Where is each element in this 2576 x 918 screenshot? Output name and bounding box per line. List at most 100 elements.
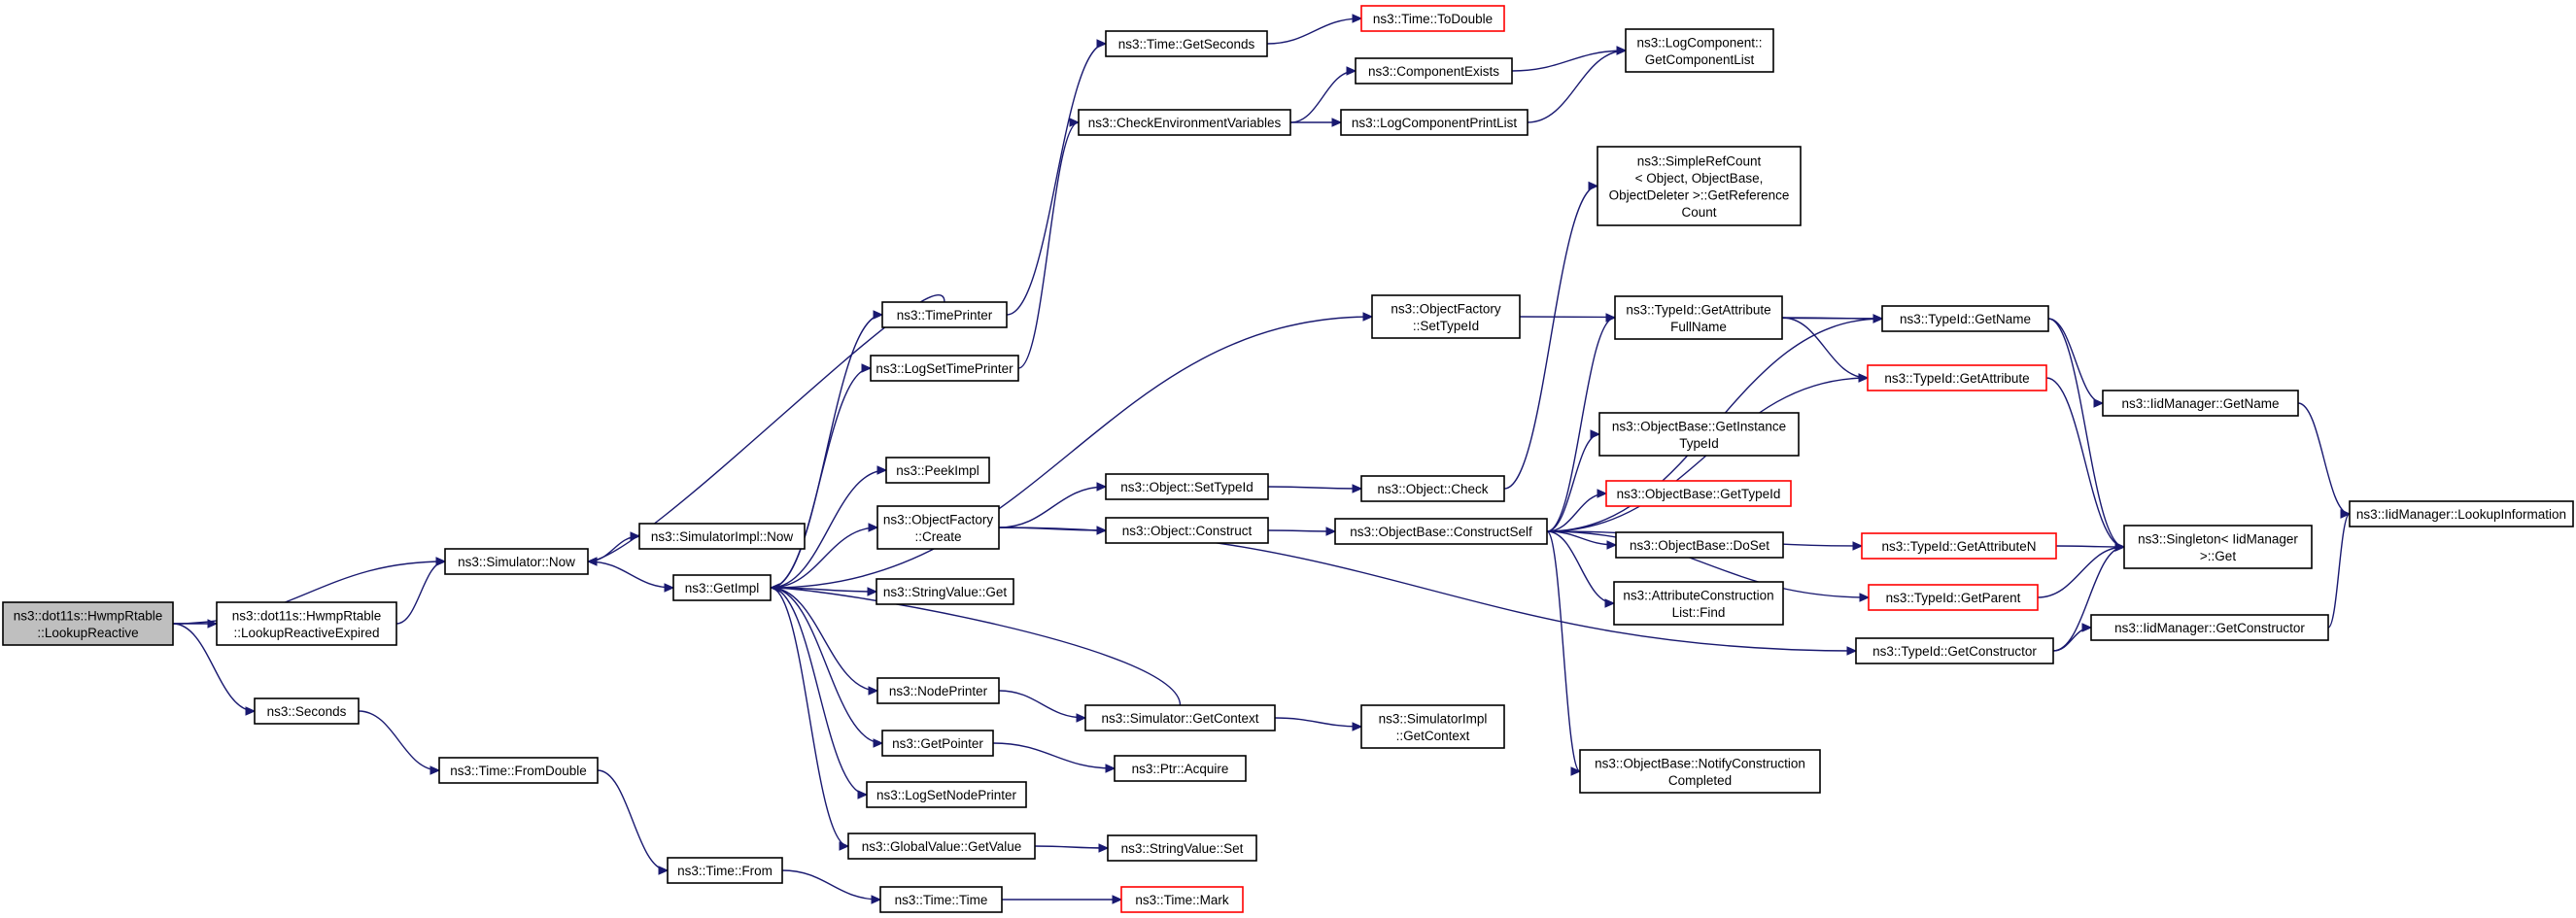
node-iidmgrlookup[interactable]: ns3::IidManager::LookupInformation (2349, 500, 2574, 527)
node-ofcreate[interactable]: ns3::ObjectFactory::Create (876, 505, 1000, 550)
edge-arrowhead (1362, 312, 1374, 322)
node-simplerefcount[interactable]: ns3::SimpleRefCount< Object, ObjectBase,… (1597, 146, 1802, 226)
node-obdoset[interactable]: ns3::ObjectBase::DoSet (1615, 531, 1784, 559)
node-logcompgetlist[interactable]: ns3::LogComponent::GetComponentList (1625, 28, 1774, 73)
node-svget[interactable]: ns3::StringValue::Get (876, 578, 1014, 605)
node-getimpl[interactable]: ns3::GetImpl (672, 574, 772, 601)
edge-obconstructself-to-getattrfullname (1546, 317, 1616, 532)
node-label: ns3::Object::Check (1377, 482, 1488, 496)
edge-obconstructself-to-getinstancetypeid (1546, 433, 1600, 532)
node-checkenv[interactable]: ns3::CheckEnvironmentVariables (1078, 109, 1291, 136)
node-timetime[interactable]: ns3::Time::Time (879, 886, 1003, 913)
node-box (1360, 5, 1505, 32)
node-label: ns3::LogSetTimePrinter (876, 361, 1013, 376)
edge-logcompprint-to-logcompgetlist (1527, 50, 1627, 123)
node-gvgetvalue[interactable]: ns3::GlobalValue::GetValue (847, 833, 1036, 860)
edge-iidmgrgetname-to-iidmgrlookup (2297, 402, 2351, 515)
edge-arrowhead (1852, 541, 1864, 551)
node-typeidgetattrn[interactable]: ns3::TypeId::GetAttributeN (1861, 532, 2057, 560)
node-iidmgrgetconstructor[interactable]: ns3::IidManager::GetConstructor (2090, 614, 2329, 641)
node-label: ns3::Object::SetTypeId (1120, 480, 1254, 494)
edge-getattrfullname-to-typeidgetattr (1781, 317, 1869, 379)
node-box (672, 574, 772, 601)
node-box (1615, 531, 1784, 559)
node-typeidgetattr[interactable]: ns3::TypeId::GetAttribute (1867, 364, 2047, 391)
node-now[interactable]: ns3::Simulator::Now (444, 548, 589, 575)
node-svset[interactable]: ns3::StringValue::Set (1107, 834, 1257, 862)
node-label: < Object, ObjectBase, (1635, 171, 1764, 186)
node-logsettp[interactable]: ns3::LogSetTimePrinter (870, 355, 1019, 382)
node-timefrom[interactable]: ns3::Time::From (667, 857, 783, 884)
node-box (876, 677, 1000, 704)
node-logcompprint[interactable]: ns3::LogComponentPrintList (1340, 109, 1528, 136)
edge-arrowhead (873, 310, 884, 320)
node-obconstructself[interactable]: ns3::ObjectBase::ConstructSelf (1334, 518, 1548, 545)
node-iidmgrgetname[interactable]: ns3::IidManager::GetName (2102, 390, 2299, 417)
node-compexists[interactable]: ns3::ComponentExists (1355, 57, 1513, 85)
node-ptracquire[interactable]: ns3::Ptr::Acquire (1114, 755, 1247, 782)
node-ofsettypeid[interactable]: ns3::ObjectFactory::SetTypeId (1371, 294, 1521, 339)
node-typeidgetparent[interactable]: ns3::TypeId::GetParent (1868, 584, 2039, 611)
node-typeidgetconstructor[interactable]: ns3::TypeId::GetConstructor (1855, 637, 2054, 664)
node-label: ns3::Ptr::Acquire (1132, 762, 1229, 776)
node-logsetnp[interactable]: ns3::LogSetNodePrinter (866, 781, 1027, 808)
edge-getimpl-to-logsetnp (770, 587, 868, 796)
node-box (885, 457, 990, 484)
node-simimplgetctx[interactable]: ns3::SimulatorImpl::GetContext (1360, 704, 1505, 749)
node-singletonget[interactable]: ns3::Singleton< IidManager>::Get (2123, 525, 2313, 569)
node-seconds[interactable]: ns3::Seconds (254, 697, 360, 725)
edge-typeidgetconstructor-to-singletonget (2052, 546, 2125, 652)
node-lre[interactable]: ns3::dot11s::HwmpRtable::LookupReactiveE… (216, 601, 397, 646)
node-root[interactable]: ns3::dot11s::HwmpRtable::LookupReactive (2, 601, 174, 646)
node-label: ns3::ObjectBase::ConstructSelf (1350, 525, 1532, 539)
edge-arrowhead (1105, 764, 1116, 773)
node-label: ns3::Time::Time (895, 893, 988, 907)
node-objsettypeid[interactable]: ns3::Object::SetTypeId (1105, 473, 1269, 500)
node-box (1360, 475, 1505, 502)
edge-typeidgetname-to-singletonget (2047, 318, 2125, 548)
edge-simgetctx-to-simimplgetctx (1274, 717, 1362, 728)
edge-arrowhead (207, 619, 219, 629)
node-box (1861, 532, 2057, 560)
edge-objcheck-to-simplerefcount (1503, 185, 1598, 490)
node-label: ns3::ObjectFactory (883, 512, 994, 527)
edge-seconds-to-fromdouble (358, 710, 440, 771)
node-box (2102, 390, 2299, 417)
node-timemark[interactable]: ns3::Time::Mark (1120, 886, 1244, 913)
node-getseconds[interactable]: ns3::Time::GetSeconds (1105, 30, 1268, 57)
node-label: ::LookupReactive (37, 626, 138, 640)
edge-obconstructself-to-attrconstructfind (1546, 530, 1615, 604)
node-label: ns3::TypeId::GetAttribute (1884, 371, 2029, 386)
node-label: ns3::TypeId::GetAttribute (1626, 302, 1770, 317)
edge-getseconds-to-todouble (1266, 17, 1362, 45)
node-label: ns3::Object::Construct (1122, 524, 1253, 538)
edge-arrowhead (876, 465, 888, 475)
node-label: ::GetContext (1396, 729, 1470, 743)
edge-now-to-getimpl (587, 561, 674, 589)
node-siminow[interactable]: ns3::SimulatorImpl::Now (638, 523, 806, 550)
node-getpointer[interactable]: ns3::GetPointer (881, 730, 994, 757)
node-typeidgetname[interactable]: ns3::TypeId::GetName (1881, 305, 2049, 332)
node-peekimpl[interactable]: ns3::PeekImpl (885, 457, 990, 484)
node-fromdouble[interactable]: ns3::Time::FromDouble (438, 757, 599, 784)
node-objcheck[interactable]: ns3::Object::Check (1360, 475, 1505, 502)
node-box (1597, 146, 1802, 226)
node-label: Count (1681, 205, 1716, 220)
node-nodeprinter[interactable]: ns3::NodePrinter (876, 677, 1000, 704)
node-notifyconstruction[interactable]: ns3::ObjectBase::NotifyConstructionCompl… (1579, 749, 1821, 794)
node-box (1605, 480, 1792, 507)
node-timeprinter[interactable]: ns3::TimePrinter (881, 301, 1008, 328)
node-label: GetComponentList (1645, 52, 1755, 67)
node-label: ns3::GlobalValue::GetValue (862, 839, 1022, 854)
node-obgettypeid[interactable]: ns3::ObjectBase::GetTypeId (1605, 480, 1792, 507)
node-box (1579, 749, 1821, 794)
edge-arrowhead (868, 523, 879, 532)
edge-arrowhead (1069, 118, 1081, 127)
node-label: ns3::Simulator::Now (458, 555, 575, 569)
node-objconstruct[interactable]: ns3::Object::Construct (1105, 517, 1269, 544)
node-simgetctx[interactable]: ns3::Simulator::GetContext (1084, 704, 1276, 731)
node-todouble[interactable]: ns3::Time::ToDouble (1360, 5, 1505, 32)
